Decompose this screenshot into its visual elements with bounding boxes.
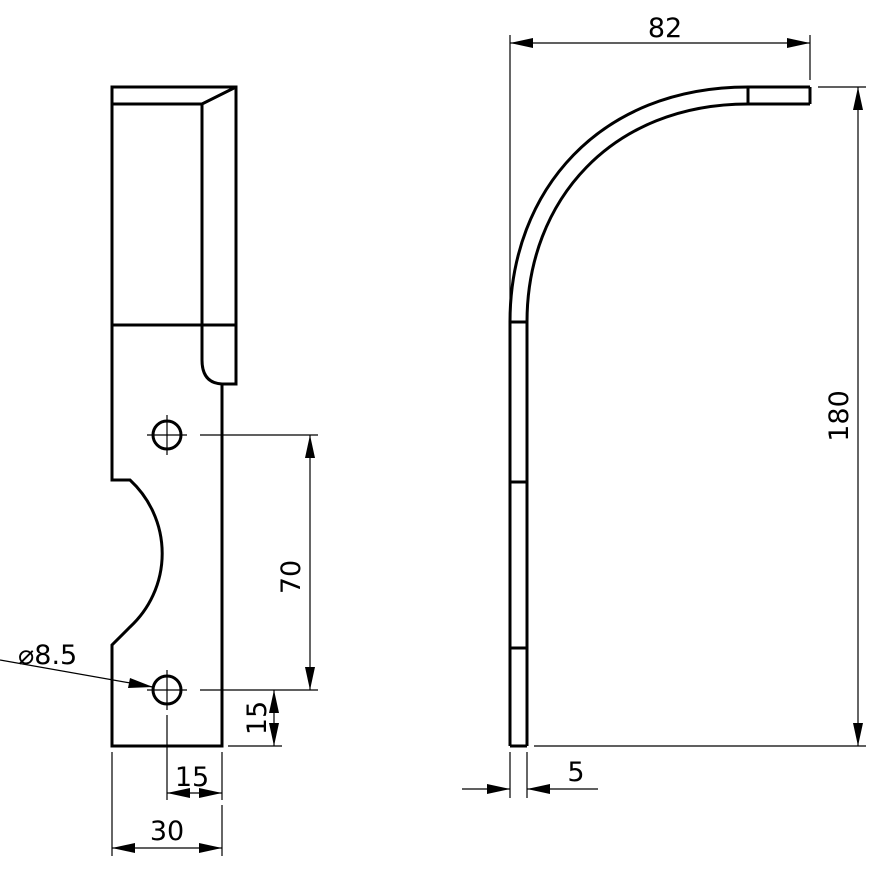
front-view <box>110 85 238 748</box>
front-view-outline <box>110 85 238 748</box>
dimension-overall-height: 180 <box>534 86 866 747</box>
diameter-symbol: ⌀ <box>18 640 34 671</box>
dimension-hole-spacing: 70 <box>200 434 318 691</box>
dim-part-width-label: 30 <box>150 816 184 847</box>
dim-overall-width-label: 82 <box>648 13 682 44</box>
dim-hole-diameter-label: 8.5 <box>34 640 77 671</box>
dimension-hole-from-bottom: 15 <box>228 690 282 747</box>
dimension-hole-diameter: ⌀8.5 <box>0 640 154 688</box>
dim-thickness-label: 5 <box>567 757 584 788</box>
dimension-hole-from-edge: 15 <box>166 715 223 800</box>
side-view-inner-profile <box>525 102 810 746</box>
dim-hole-spacing-label: 70 <box>276 560 307 594</box>
dim-hole-from-bottom-label: 15 <box>242 701 273 735</box>
side-view <box>508 85 812 748</box>
flange-edge <box>112 85 237 386</box>
dim-overall-height-label: 180 <box>824 390 855 442</box>
hole-diameter-text: ⌀8.5 <box>18 640 77 671</box>
dimension-overall-width: 82 <box>509 13 811 310</box>
dimension-thickness: 5 <box>462 752 598 798</box>
dimension-part-width: 30 <box>111 752 223 856</box>
side-view-outer-profile <box>508 85 810 746</box>
dim-hole-from-edge-label: 15 <box>175 762 209 793</box>
